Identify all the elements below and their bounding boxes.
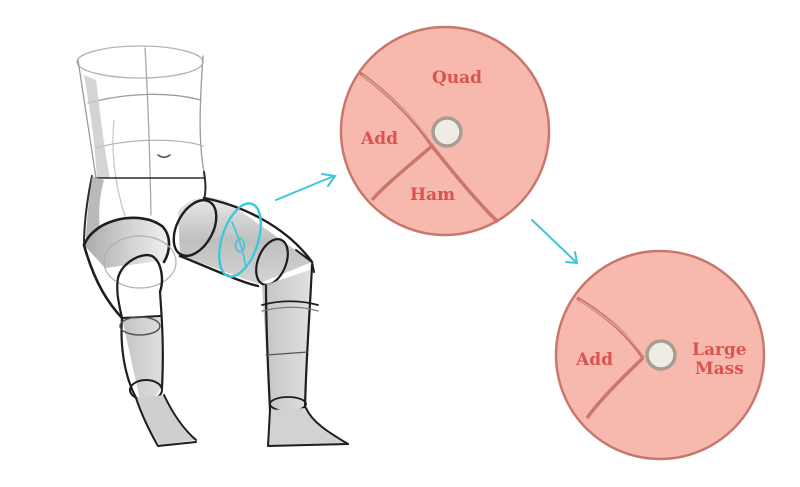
torso [76, 45, 205, 231]
add-ham-boundary-line [370, 144, 434, 202]
label-ham: Ham [410, 185, 456, 205]
cross-section-marker [218, 202, 262, 278]
leg-figure-sketch [76, 45, 349, 447]
femur-bone-icon [645, 339, 677, 371]
cross-section-2 [554, 249, 766, 461]
label-add-2: Add [576, 350, 613, 370]
cross-section-1 [339, 25, 551, 237]
label-quad: Quad [432, 68, 483, 88]
label-large-mass-line2: Mass [694, 359, 744, 379]
femur-bone-icon [431, 116, 463, 148]
label-large-mass: Large Mass [692, 341, 747, 379]
arrow-to-cross-section-2 [531, 219, 579, 265]
label-large-mass-line1: Large [692, 340, 747, 360]
arrow-to-cross-section-1 [275, 173, 337, 201]
add-lower-boundary-line [585, 356, 645, 420]
label-add-1: Add [361, 129, 398, 149]
